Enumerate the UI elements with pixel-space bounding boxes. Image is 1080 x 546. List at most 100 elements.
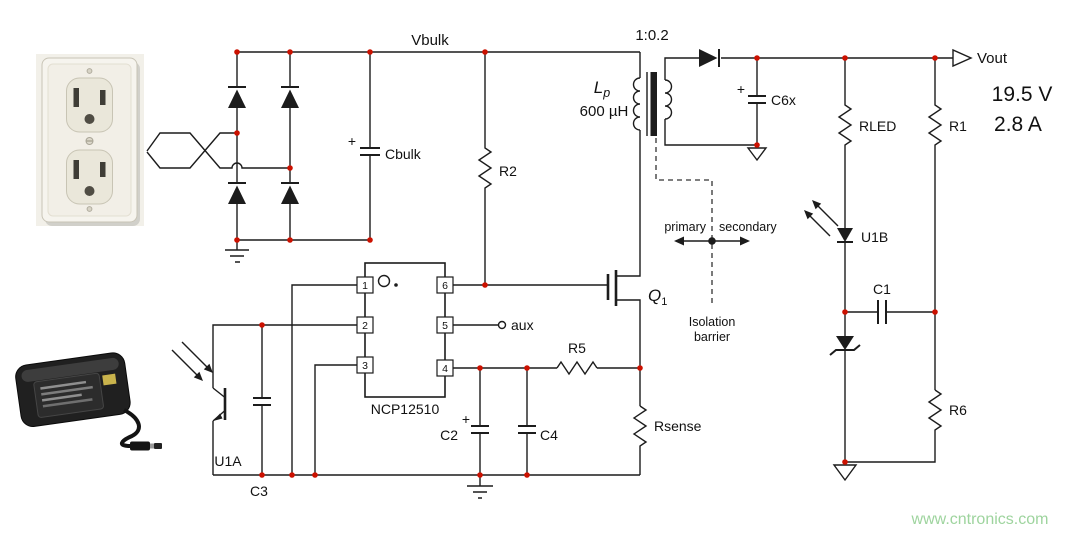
diode-bottom-left [228, 182, 246, 204]
c3-label: C3 [250, 483, 268, 499]
ground-hole [84, 186, 95, 196]
adapter-gloss-highlight [21, 357, 119, 382]
plate-screw-top [86, 68, 93, 74]
resistor-rled: RLED [837, 58, 896, 228]
isolation-barrier-label-line2: barrier [694, 330, 730, 344]
output-diode [699, 49, 720, 67]
primary-ground-symbol [225, 240, 249, 263]
primary-side-label: primary [664, 220, 706, 234]
c3-plates [253, 397, 271, 406]
c2-label: C2 [440, 427, 458, 443]
arrow-left-icon [674, 236, 684, 246]
c1-plates [877, 300, 887, 324]
q1-drain-wire [616, 130, 641, 277]
pin1-wire [291, 284, 357, 475]
diode-top-left [228, 86, 246, 108]
ic-body [364, 262, 446, 398]
emitter-arrow-icon [213, 413, 223, 421]
resistor-r5: R5 [556, 340, 598, 376]
led-emission-arrows [804, 200, 839, 237]
r6-label: R6 [949, 402, 967, 418]
hot-slot [100, 162, 106, 177]
output-voltage-value: 19.5 V [992, 83, 1053, 106]
power-adapter-photo [15, 352, 162, 451]
c6x-plates [748, 95, 766, 104]
vout-arrow [952, 48, 973, 68]
ic-part-number-label: NCP12510 [371, 401, 440, 417]
optocoupler-transistor-u1a: U1A [171, 341, 242, 475]
ground-hole [84, 114, 95, 124]
c2-plates [471, 425, 489, 434]
diode-bottom-right [281, 182, 299, 204]
u1b-label: U1B [861, 229, 888, 245]
c4-label: C4 [540, 427, 558, 443]
aux-node-icon [497, 320, 507, 330]
capacitor-c3: C3 [250, 325, 271, 499]
lp-value-label: 600 µH [580, 103, 629, 120]
wall-outlet-photo [36, 54, 144, 226]
pin3-wire [314, 364, 357, 475]
rsense-label: Rsense [654, 418, 702, 434]
c6x-label: C6x [771, 92, 796, 108]
outlet-receptacle-top [66, 77, 113, 133]
primary-winding [632, 77, 641, 131]
u1a-label: U1A [214, 453, 242, 469]
q1-source-wire [616, 299, 641, 406]
turns-ratio-label: 1:0.2 [635, 27, 668, 44]
aux-label: aux [511, 317, 534, 333]
isolation-barrier-label-line1: Isolation [689, 315, 736, 329]
watermark: www.cntronics.com [911, 511, 1049, 528]
vbulk-label: Vbulk [411, 32, 449, 49]
output-capacitor-c6x: + C6x [737, 58, 796, 162]
secondary-side-label: secondary [719, 220, 777, 234]
resistor-r2: R2 [477, 52, 517, 285]
diode-top-right [281, 86, 299, 108]
c2-plus-sign: + [462, 411, 470, 427]
control-ground-symbol [467, 475, 493, 499]
output-current-value: 2.8 A [994, 113, 1042, 136]
capacitor-c4: C4 [518, 368, 558, 475]
r1-label: R1 [949, 118, 967, 134]
outlet-receptacle-bottom [66, 149, 113, 205]
secondary-winding [664, 79, 673, 120]
resistor-r1: R1 [927, 58, 967, 390]
r2-label: R2 [499, 163, 517, 179]
ic-pin-2: 2 [362, 320, 368, 332]
plate-screw-bottom [86, 206, 93, 212]
c6x-plus-sign: + [737, 81, 745, 97]
arrow-right-icon [740, 236, 750, 246]
core-bar [650, 72, 657, 136]
mosfet-q1: Q1 [606, 130, 667, 406]
shunt-regulator [829, 336, 861, 462]
lp-label: Lp [594, 78, 610, 100]
q1-label: Q1 [648, 286, 667, 308]
ic-pin-3: 3 [362, 360, 368, 372]
capacitor-c2: + C2 [440, 368, 489, 475]
pin1-marker-icon [377, 274, 391, 288]
cbulk-plus-sign: + [348, 133, 356, 149]
aux-terminal: aux [497, 317, 534, 333]
pin1-marker-dot-icon [394, 283, 398, 287]
ic-pin-5: 5 [442, 320, 448, 332]
barrel-plug [130, 441, 162, 451]
junction-dots [234, 49, 938, 478]
dc-cable [120, 408, 141, 448]
hot-slot [100, 90, 106, 105]
bridge-rectifier [225, 52, 370, 263]
isolation-barrier-line [655, 138, 713, 306]
resistor-r6: R6 [845, 389, 967, 463]
c1-label: C1 [873, 281, 891, 297]
controller-ic: 1 2 3 6 5 4 NCP12510 [212, 262, 640, 475]
vout-label: Vout [977, 50, 1008, 67]
ac-line-1 [146, 132, 290, 169]
resistor-rsense: Rsense [632, 405, 702, 475]
isolation-barrier: primary secondary Isolation barrier [655, 138, 777, 344]
rled-label: RLED [859, 118, 896, 134]
ic-pin-1: 1 [362, 280, 368, 292]
cbulk-plates [360, 147, 380, 156]
ic-pin-4: 4 [442, 363, 448, 375]
pin2-wire [212, 324, 357, 388]
cbulk-label: Cbulk [385, 146, 422, 162]
r5-label: R5 [568, 340, 586, 356]
